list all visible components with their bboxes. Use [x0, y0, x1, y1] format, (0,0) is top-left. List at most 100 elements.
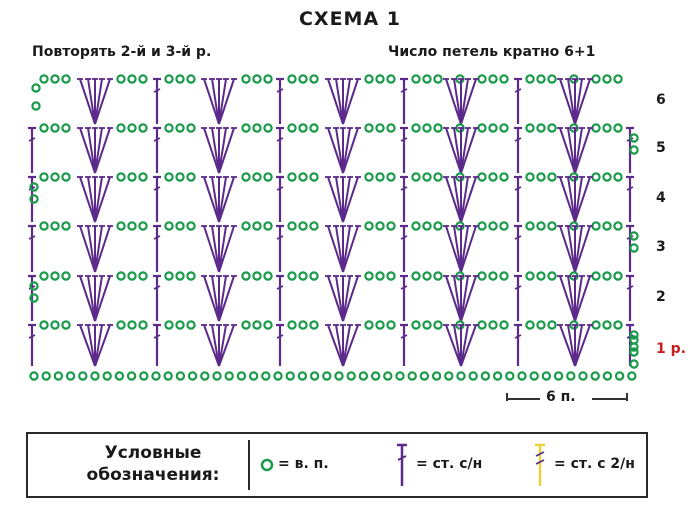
foundation-chain	[236, 371, 247, 381]
chain-stitch	[186, 123, 196, 133]
chain-stitch	[252, 74, 262, 84]
fan-stitch	[327, 176, 344, 223]
fan-stitch	[453, 127, 462, 174]
fan-stitch	[567, 324, 576, 367]
fan-stitch	[567, 225, 576, 273]
chain-stitch	[287, 221, 297, 231]
foundation-chain	[187, 371, 198, 381]
foundation-chain	[163, 371, 173, 381]
chain-stitch	[422, 271, 432, 281]
fan-stitch	[574, 127, 591, 174]
chain-stitch	[386, 271, 396, 281]
chain-stitch	[287, 271, 297, 281]
chain-stitch	[287, 123, 297, 133]
chain-stitch	[116, 74, 126, 84]
fan-stitch	[460, 78, 477, 125]
fan-stitch	[327, 225, 344, 273]
dc-stitch-bar	[400, 186, 408, 191]
row-number-5: 5	[656, 140, 666, 156]
dc-stitch-bar	[626, 186, 634, 191]
dc-stitch-bar	[28, 285, 36, 290]
fan-stitch	[218, 275, 227, 322]
row-number-2: 2	[656, 289, 666, 305]
foundation-chain	[261, 371, 271, 381]
turning-chain	[29, 194, 39, 204]
fan-stitch	[559, 78, 576, 125]
fan-stitch	[342, 78, 351, 125]
fan-stitch	[87, 78, 96, 125]
chain-stitch	[164, 123, 174, 133]
foundation-chain	[492, 371, 503, 381]
foundation-chain	[627, 371, 637, 381]
fan-stitch	[94, 127, 103, 174]
dc-stitch-bar	[153, 137, 161, 142]
chain-stitch	[287, 320, 297, 330]
chain-stitch	[375, 74, 385, 84]
chain-stitch	[298, 74, 308, 84]
chain-stitch	[50, 172, 60, 182]
turning-chain	[29, 293, 39, 303]
fan-stitch	[335, 225, 344, 273]
chain-stitch	[138, 172, 148, 182]
chain-stitch	[375, 221, 385, 231]
fan-stitch	[453, 176, 462, 223]
chain-stitch	[613, 123, 623, 133]
chain-stitch	[263, 320, 273, 330]
dc-stitch-bar	[153, 88, 161, 93]
chain-stitch	[364, 320, 374, 330]
foundation-chain	[78, 371, 88, 381]
fan-stitch	[218, 176, 227, 223]
chain-stitch	[164, 172, 174, 182]
turning-chain	[629, 359, 639, 369]
multiple-note: Число петель кратно 6+1	[388, 44, 596, 60]
foundation-chain	[200, 371, 210, 381]
repeat-width-marker: 6 п.	[506, 389, 630, 406]
dc-stitch-bar	[514, 235, 522, 240]
chain-stitch	[433, 320, 443, 330]
chain-stitch	[39, 123, 49, 133]
chain-stitch	[422, 172, 432, 182]
chain-stitch	[138, 271, 148, 281]
foundation-chain	[114, 371, 125, 381]
fan-stitch	[335, 275, 344, 322]
foundation-chain	[383, 371, 393, 381]
fan-stitch	[335, 127, 344, 174]
fan-stitch	[574, 225, 583, 273]
foundation-chain	[175, 371, 186, 381]
fan-stitch	[203, 324, 220, 367]
dc-stitch-bar	[276, 285, 284, 290]
chain-stitch	[422, 74, 432, 84]
chain-stitch	[186, 320, 196, 330]
chain-stitch	[386, 320, 396, 330]
chain-stitch	[591, 271, 601, 281]
fan-stitch	[211, 275, 220, 322]
chain-stitch	[477, 123, 487, 133]
turning-chain	[31, 83, 41, 93]
chain-stitch	[613, 172, 623, 182]
foundation-chain	[102, 371, 112, 381]
chain-stitch	[252, 172, 262, 182]
dc-stitch-bar	[153, 285, 161, 290]
fan-stitch	[203, 225, 220, 273]
fan-stitch	[218, 324, 227, 367]
fan-stitch	[460, 225, 477, 273]
chain-stitch	[50, 123, 60, 133]
fan-stitch	[342, 324, 351, 367]
fan-stitch	[342, 275, 351, 322]
crochet-chart	[28, 74, 639, 381]
chain-stitch	[127, 172, 137, 182]
foundation-chain	[297, 371, 308, 381]
chain-stitch	[602, 271, 612, 281]
chain-stitch	[547, 320, 557, 330]
chain-stitch	[39, 74, 49, 84]
chain-stitch	[298, 271, 308, 281]
foundation-chain	[431, 371, 442, 381]
chain-stitch	[499, 271, 509, 281]
fan-stitch	[460, 324, 477, 367]
foundation-chain	[358, 371, 369, 381]
chain-stitch	[536, 74, 546, 84]
chain-stitch	[536, 221, 546, 231]
legend-divider	[248, 440, 250, 490]
foundation-chain	[126, 371, 137, 381]
chain-stitch	[164, 320, 174, 330]
